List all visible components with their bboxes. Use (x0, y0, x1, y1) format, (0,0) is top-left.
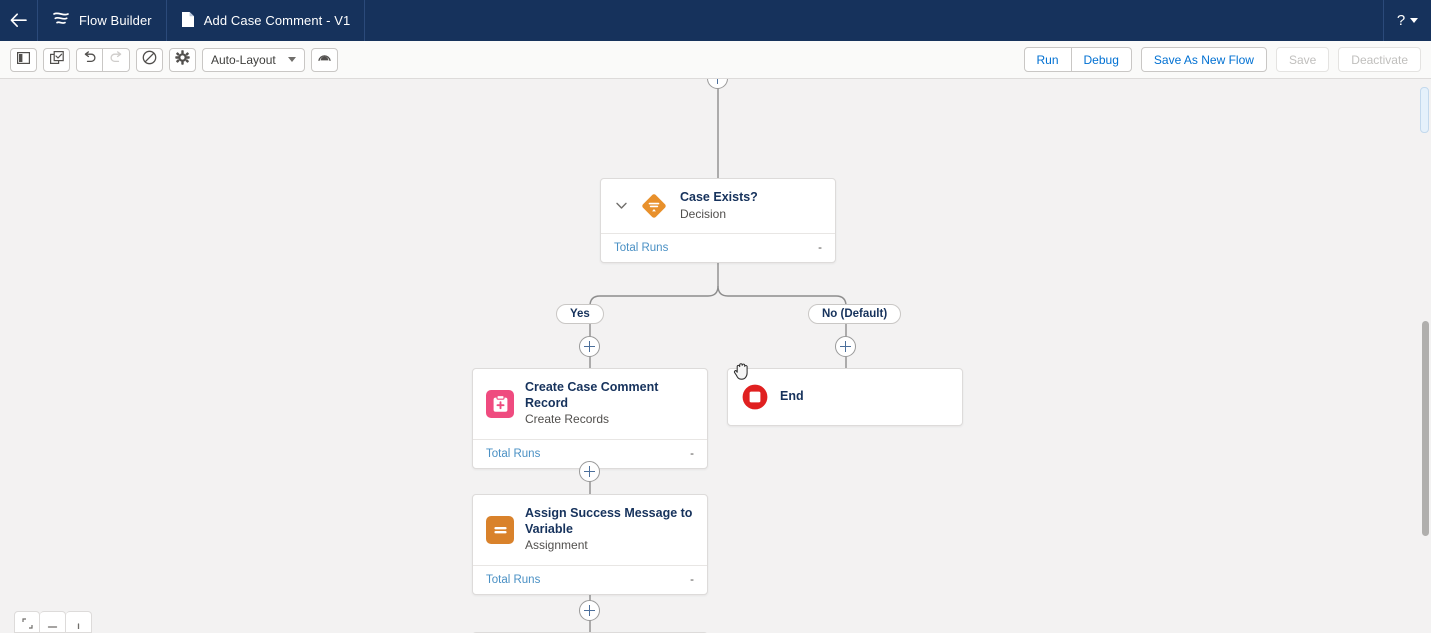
flow-name-tab[interactable]: Add Case Comment - V1 (167, 0, 366, 41)
scrollbar-top-marker (1420, 87, 1429, 133)
undo-button[interactable] (76, 47, 103, 72)
zoom-fit-button[interactable] (14, 611, 40, 633)
zoom-in-button[interactable] (66, 611, 92, 633)
flow-builder-app-label: Flow Builder (79, 13, 152, 28)
total-runs-label: Total Runs (486, 573, 541, 586)
back-button[interactable] (0, 0, 38, 41)
save-as-new-flow-button[interactable]: Save As New Flow (1140, 47, 1267, 72)
total-runs-label: Total Runs (486, 447, 541, 460)
redo-icon (109, 50, 124, 69)
select-mode-icon (317, 51, 332, 69)
layout-mode-value: Auto-Layout (211, 52, 276, 67)
save-button[interactable]: Save (1275, 47, 1330, 72)
flow-properties-button[interactable] (169, 47, 196, 72)
node-total-runs-row: Total Runs - (601, 233, 835, 262)
debug-button[interactable]: Debug (1071, 47, 1132, 72)
branch-label-text: Yes (570, 308, 590, 320)
flow-builder-app-link[interactable]: Flow Builder (38, 0, 167, 41)
collapse-toggle-chevron[interactable] (614, 199, 628, 213)
branch-label-yes[interactable]: Yes (556, 304, 604, 324)
create-records-icon (486, 389, 514, 418)
node-total-runs-row: Total Runs - (473, 564, 707, 594)
flow-canvas[interactable]: Case Exists? Decision Total Runs - Yes N… (0, 79, 1431, 633)
arrow-left-icon (10, 13, 27, 28)
copy-duplicate-icon (49, 50, 64, 69)
flow-node-end-no-branch[interactable]: End (727, 368, 963, 426)
assignment-icon (486, 515, 514, 544)
total-runs-value: - (690, 573, 694, 586)
question-mark-icon: ? (1396, 12, 1406, 29)
undo-redo-group (76, 47, 130, 72)
add-element-button-yes[interactable] (579, 336, 600, 357)
flow-node-create-records[interactable]: Create Case Comment Record Create Record… (472, 368, 708, 469)
chevron-down-icon (1410, 18, 1419, 23)
run-debug-group: Run Debug (1023, 47, 1132, 72)
toggle-left-panel-icon (17, 51, 31, 69)
flow-builder-icon (52, 11, 70, 30)
redo-button[interactable] (103, 47, 130, 72)
copy-duplicate-button[interactable] (43, 47, 70, 72)
total-runs-value: - (818, 242, 822, 255)
add-element-button-after-create[interactable] (579, 461, 600, 482)
flow-name-label: Add Case Comment - V1 (203, 13, 351, 28)
node-subtitle: Create Records (525, 412, 610, 427)
total-runs-label: Total Runs (614, 242, 669, 255)
node-subtitle: Decision (680, 206, 727, 221)
layout-mode-select[interactable]: Auto-Layout (202, 47, 305, 72)
node-total-runs-row: Total Runs - (473, 438, 707, 468)
zoom-out-button[interactable] (40, 611, 66, 633)
document-icon (181, 11, 195, 31)
node-title: End (780, 389, 804, 404)
zoom-controls (14, 611, 92, 633)
minus-icon (47, 616, 58, 633)
no-entry-icon (142, 50, 157, 70)
add-element-button-no[interactable] (835, 336, 856, 357)
node-title: Assign Success Message to Variable (525, 506, 693, 536)
deactivate-button[interactable]: Deactivate (1338, 47, 1421, 72)
add-element-button-after-assignment[interactable] (579, 600, 600, 621)
debug-options-button[interactable] (136, 47, 163, 72)
expand-icon (21, 616, 33, 633)
help-menu-button[interactable]: ? (1383, 0, 1431, 41)
flow-toolbar: Auto-Layout Run Debug Save As New Flow S… (0, 41, 1431, 79)
flow-node-assignment[interactable]: Assign Success Message to Variable Assig… (472, 494, 708, 595)
toggle-left-panel-button[interactable] (10, 47, 37, 72)
total-runs-value: - (690, 447, 694, 460)
selection-mode-button[interactable] (310, 47, 338, 72)
gear-icon (175, 49, 190, 70)
branch-label-text: No (Default) (822, 308, 888, 320)
node-title: Create Case Comment Record (525, 380, 659, 410)
scrollbar-thumb[interactable] (1422, 321, 1429, 536)
run-button[interactable]: Run (1023, 47, 1072, 72)
canvas-vertical-scrollbar[interactable] (1418, 41, 1430, 633)
app-header: Flow Builder Add Case Comment - V1 ? (0, 0, 1431, 41)
connector-lines (589, 79, 847, 633)
branch-label-no-default[interactable]: No (Default) (808, 304, 902, 324)
end-stop-icon (741, 383, 769, 411)
undo-icon (82, 50, 97, 69)
plus-icon (73, 616, 84, 633)
flow-node-decision[interactable]: Case Exists? Decision Total Runs - (600, 178, 836, 264)
decision-diamond-icon (639, 191, 669, 221)
node-title: Case Exists? (680, 190, 758, 204)
chevron-down-icon (287, 57, 296, 62)
node-subtitle: Assignment (525, 538, 588, 553)
chevron-down-icon (615, 202, 627, 209)
